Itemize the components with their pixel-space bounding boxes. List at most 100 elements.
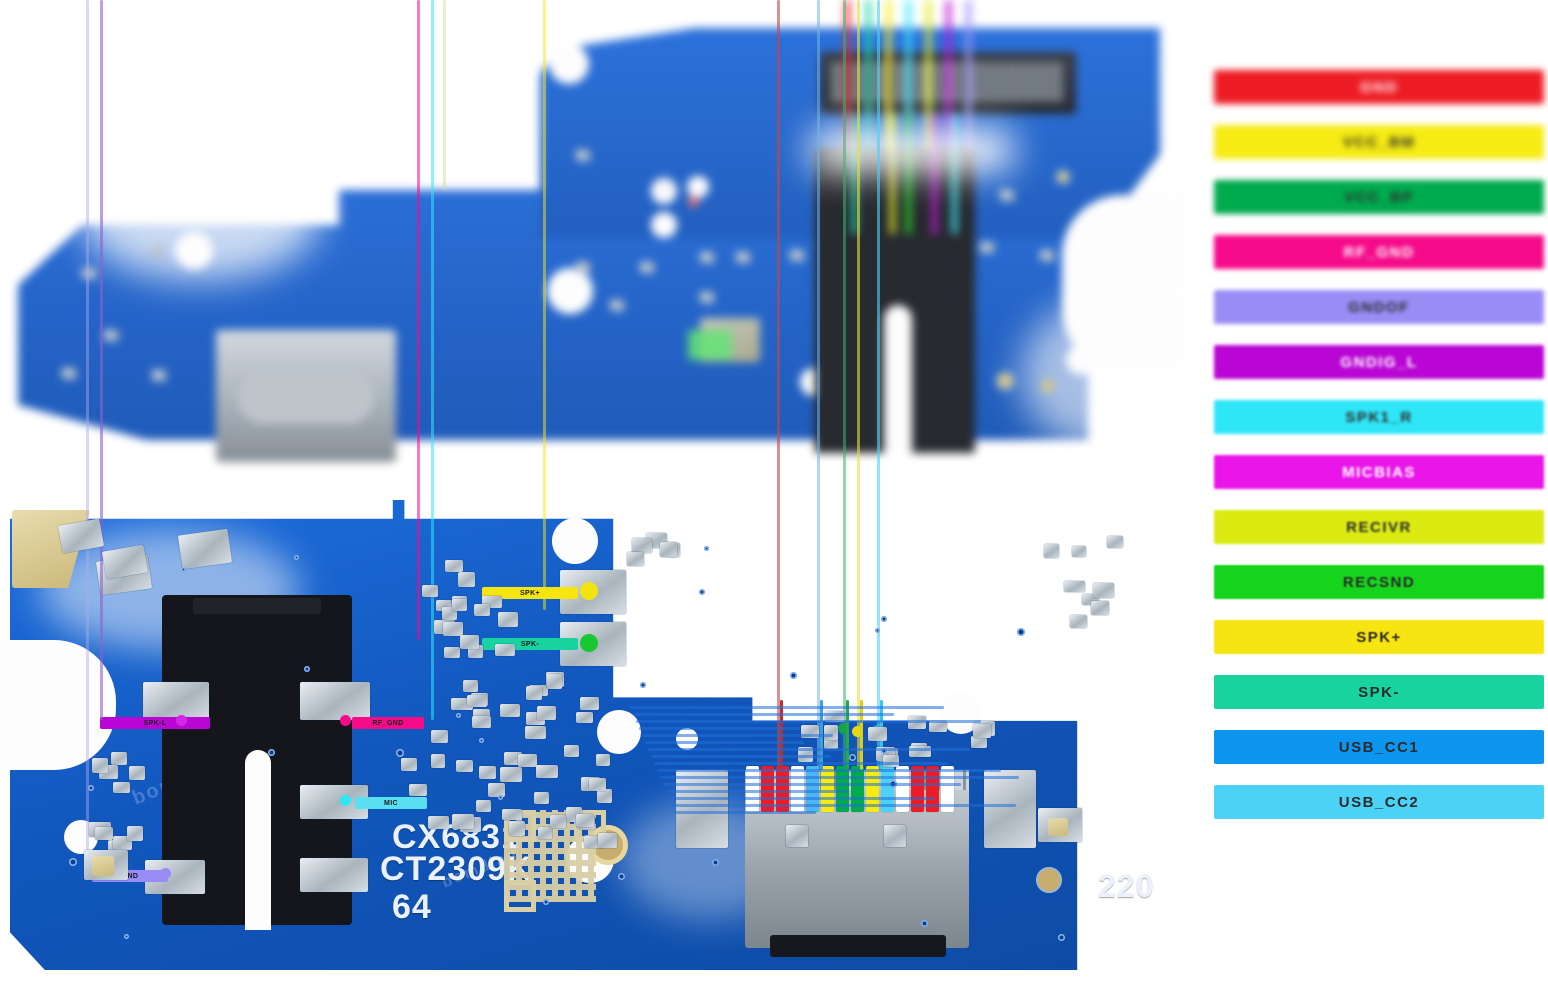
via — [699, 588, 706, 595]
legend-label: SPK1_R — [1345, 408, 1413, 426]
legend-row-recsnd[interactable]: RECSND — [1214, 565, 1544, 599]
via — [88, 784, 95, 791]
pcb-trace — [651, 755, 831, 758]
legend-row-usb-cc2[interactable]: USB_CC2 — [1214, 785, 1544, 819]
legend-row-vcc-bp[interactable]: VCC_BP — [1214, 180, 1544, 214]
legend-label: RECIVR — [1346, 518, 1412, 536]
smd-pad — [575, 814, 594, 828]
via — [874, 628, 880, 634]
legend-label: VCC_BP — [1344, 188, 1414, 206]
legend-label: SPK+ — [1356, 628, 1402, 646]
pcb-trace — [672, 804, 1017, 807]
smd-pad — [626, 552, 644, 567]
legend-row-spk-[interactable]: SPK+ — [1214, 620, 1544, 654]
smd-pad — [498, 612, 519, 628]
legend-label: USB_CC2 — [1338, 793, 1420, 811]
smd-pad — [127, 826, 144, 842]
bottom-board-sharp: bomdiag bomdiag SPK+ SPK- SPK-L — [0, 0, 1240, 988]
smd-pad — [451, 814, 474, 830]
smd-pad — [660, 541, 678, 557]
smd-pad — [436, 599, 453, 611]
smd-pad — [535, 764, 558, 778]
smd-pad — [579, 696, 599, 710]
smd-pad — [589, 778, 607, 792]
via — [849, 753, 857, 761]
smd-pad — [1107, 536, 1124, 549]
via — [790, 672, 798, 680]
legend-row-usb-cc1[interactable]: USB_CC1 — [1214, 730, 1544, 764]
smd-pad — [427, 816, 449, 830]
via — [640, 681, 647, 688]
smd-pad — [929, 720, 947, 732]
smd-pad — [549, 815, 566, 829]
smd-pad — [499, 766, 522, 782]
pcb-trace — [645, 741, 804, 744]
pcb-trace — [630, 706, 944, 709]
pcb-trace — [675, 811, 816, 814]
legend-row-micbias[interactable]: MICBIAS — [1214, 455, 1544, 489]
legend-label: GNDOF — [1348, 298, 1410, 316]
callout-rf-gnd-label: RF_GND — [372, 719, 404, 727]
smd-pad — [443, 622, 464, 637]
top-board-blurred — [0, 0, 1240, 470]
smd-pad — [421, 584, 438, 597]
callout-spk-l-label: SPK-L — [143, 719, 167, 727]
via — [920, 919, 928, 927]
smd-pad — [129, 765, 146, 780]
via — [293, 555, 299, 561]
pcb-trace — [663, 783, 962, 786]
callout-mic-label: MIC — [383, 799, 399, 807]
legend-label: VCC_BM — [1342, 133, 1416, 151]
smd-pad — [868, 726, 888, 741]
smd-pad — [563, 744, 579, 757]
smd-pad — [463, 679, 478, 692]
signal-legend: GND VCC_BM VCC_BP RF_GND GNDOF GNDIG_L SPK1_R M… — [1200, 0, 1548, 988]
via — [303, 666, 310, 673]
smd-pad — [533, 791, 549, 804]
smd-pad — [595, 753, 610, 766]
smd-pad — [546, 673, 562, 689]
smd-pad — [473, 603, 490, 616]
smd-pad — [459, 634, 479, 649]
legend-row-gndig-l[interactable]: GNDIG_L — [1214, 345, 1544, 379]
smd-pad — [1044, 544, 1060, 559]
smd-pad — [1064, 580, 1086, 592]
smd-pad — [537, 827, 552, 840]
legend-row-spk1-r[interactable]: SPK1_R — [1214, 400, 1544, 434]
smd-component-field — [0, 470, 1160, 970]
trace-spk-plus: SPK+ — [482, 587, 578, 599]
via — [124, 933, 130, 939]
smd-pad — [458, 571, 476, 587]
smd-pad — [451, 598, 467, 611]
smd-pad — [525, 685, 542, 700]
smd-pad — [408, 783, 427, 796]
smd-pad — [576, 711, 594, 723]
legend-label: GND — [1360, 78, 1398, 96]
pcb-trace — [657, 769, 1002, 772]
usb-shield-right — [984, 770, 1036, 848]
legend-label: GNDIG_L — [1340, 353, 1418, 371]
legend-label: RF_GND — [1343, 243, 1415, 261]
via — [497, 795, 503, 801]
pcb-trace — [660, 776, 1020, 779]
via — [703, 545, 709, 551]
legend-row-spk-[interactable]: SPK- — [1214, 675, 1544, 709]
smd-pad — [1081, 594, 1099, 606]
smd-pad — [475, 800, 491, 813]
smd-pad — [488, 783, 506, 797]
smd-pad — [909, 746, 932, 758]
legend-row-gndof[interactable]: GNDOF — [1214, 290, 1544, 324]
trace-spk-minus-label: SPK- — [520, 640, 540, 648]
legend-row-recivr[interactable]: RECIVR — [1214, 510, 1544, 544]
smd-pad — [499, 703, 520, 717]
legend-row-vcc-bm[interactable]: VCC_BM — [1214, 125, 1544, 159]
smd-pad — [518, 753, 538, 767]
legend-row-rf-gnd[interactable]: RF_GND — [1214, 235, 1544, 269]
smd-pad — [524, 726, 546, 740]
smd-pad — [509, 821, 526, 837]
smd-pad — [95, 827, 114, 841]
via — [479, 738, 484, 744]
smd-pad — [824, 710, 844, 722]
legend-row-gnd[interactable]: GND — [1214, 70, 1544, 104]
